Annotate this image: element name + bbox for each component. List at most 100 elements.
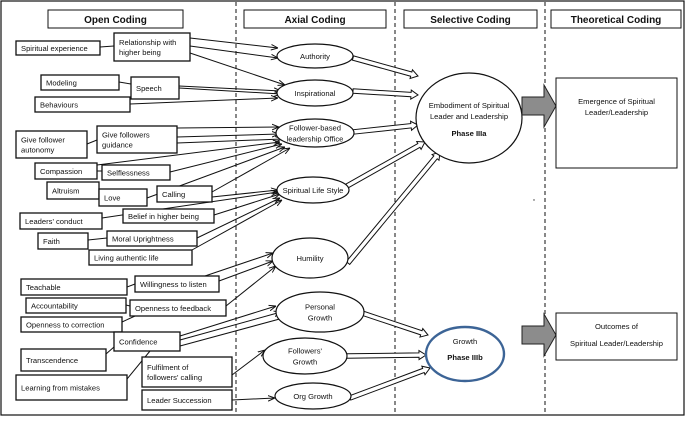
open-code-link <box>87 237 108 241</box>
open-code-label: Calling <box>162 190 185 199</box>
open-code-label: higher being <box>119 48 161 57</box>
open-code-box <box>113 331 181 352</box>
open-code-confidence: Confidence <box>113 331 181 352</box>
axial-code-humility: Humility <box>271 237 349 279</box>
open-code-accountability: Accountability <box>25 297 127 314</box>
connector-relationship-higher-being-to-inspirational <box>189 52 285 85</box>
axial-code-label: Growth <box>308 314 332 323</box>
open-code-moral-uprightness: Moral Uprightness <box>106 230 198 247</box>
theoretical-code-box <box>555 77 678 169</box>
axial-code-org-growth: Org Growth <box>274 382 352 410</box>
open-code-label: Teachable <box>26 283 61 292</box>
axial-code-ellipse <box>276 43 354 69</box>
axial-code-ellipse <box>262 337 348 375</box>
axial-code-label: Humility <box>296 254 323 263</box>
connector-confidence-to-personal-growth <box>179 317 287 347</box>
open-code-box <box>20 316 123 333</box>
connector-followers-growth-to-phase-3b <box>346 349 427 361</box>
connector-give-followers-guidance-to-follower-based-office <box>176 127 279 128</box>
open-code-selflessness: Selflessness <box>101 164 171 181</box>
connector-personal-growth-to-phase-3b <box>360 310 429 338</box>
selective-code-ellipse <box>424 325 506 383</box>
open-code-link <box>118 81 132 85</box>
axial-code-spiritual-life-style: Spiritual Life Style <box>276 176 350 204</box>
open-code-altruism: Altruism <box>46 181 100 200</box>
axial-code-followers-growth: Followers' Growth <box>262 337 348 375</box>
header-axial-coding: Axial Coding <box>243 9 387 29</box>
open-code-label: Give follower <box>21 136 65 145</box>
connector-behaviours-to-inspirational <box>129 98 278 105</box>
connector-leader-succession-to-org-growth <box>231 398 275 400</box>
axial-codes: AuthorityInspirationalFollower-basedlead… <box>262 43 365 410</box>
connector-living-authentic-life-to-spiritual-life-style <box>191 200 282 251</box>
header-axial-coding-text: Axial Coding <box>284 15 345 26</box>
axial-code-inspirational: Inspirational <box>276 79 354 107</box>
connector-spiritual-life-style-to-phase-3a <box>345 140 426 189</box>
open-code-box <box>96 125 178 154</box>
open-code-modeling: Modeling <box>40 74 120 91</box>
open-code-label: Learning from mistakes <box>21 384 100 393</box>
open-code-belief-higher-being: Belief in higher being <box>122 208 215 224</box>
open-code-label: Behaviours <box>40 101 78 110</box>
open-code-link <box>105 346 115 355</box>
axial-code-label: Personal <box>305 303 335 312</box>
open-code-willingness-to-listen: Willingness to listen <box>134 275 220 293</box>
axial-to-selective-connectors <box>345 55 441 401</box>
axial-code-label: Inspirational <box>295 89 336 98</box>
open-code-link <box>99 45 115 48</box>
open-code-label: Living authentic life <box>94 254 159 263</box>
open-code-label: Modeling <box>46 79 77 88</box>
open-code-link <box>86 139 98 145</box>
header-selective-coding-text: Selective Coding <box>430 15 511 26</box>
open-code-label: Belief in higher being <box>128 212 199 221</box>
big-arrow-phase-3a-to-emergence <box>521 83 557 129</box>
open-code-living-authentic-life: Living authentic life <box>88 249 193 266</box>
open-code-learning-from-mistakes: Learning from mistakes <box>15 374 128 401</box>
open-code-box <box>34 162 98 180</box>
open-code-love: Love <box>98 188 148 207</box>
header-open-coding: Open Coding <box>47 9 184 29</box>
stray-dot <box>533 199 535 201</box>
connector-openness-to-feedback-to-humility <box>225 266 276 307</box>
connector-follower-based-office-to-phase-3a <box>352 120 419 135</box>
header-theoretical-coding-text: Theoretical Coding <box>571 15 662 26</box>
open-code-link <box>126 350 151 380</box>
open-code-box <box>101 164 171 181</box>
phase-label: Phase IIIa <box>451 129 487 138</box>
open-code-label: Accountability <box>31 302 78 311</box>
open-code-openness-to-correction: Openness to correction <box>20 316 123 333</box>
selective-code-label: Growth <box>453 337 477 346</box>
open-code-label: Compassion <box>40 167 82 176</box>
connector-confidence-to-personal-growth <box>179 312 281 341</box>
connector-give-followers-guidance-to-follower-based-office <box>176 134 279 138</box>
open-code-leader-succession: Leader Succession <box>141 389 233 411</box>
connector-moral-uprightness-to-spiritual-life-style <box>196 198 280 239</box>
open-codes: Spiritual experience Relationship withhig… <box>15 32 233 411</box>
connector-selflessness-to-follower-based-office <box>169 144 282 173</box>
axial-code-label: Authority <box>300 52 330 61</box>
open-code-box <box>20 278 128 296</box>
open-code-label: Spiritual experience <box>21 44 88 53</box>
selective-code-label: Embodiment of Spiritual <box>429 101 510 110</box>
axial-code-ellipse <box>276 79 354 107</box>
open-code-box <box>15 40 101 56</box>
open-code-spiritual-experience: Spiritual experience <box>15 40 101 56</box>
open-code-label: Love <box>104 194 120 203</box>
selective-code-ellipse <box>415 72 523 164</box>
axial-code-label: Growth <box>293 358 317 367</box>
open-code-box <box>34 96 131 113</box>
open-code-box <box>134 275 220 293</box>
open-code-label: Relationship with <box>119 38 176 47</box>
connector-humility-to-phase-3a <box>345 151 441 266</box>
open-code-box <box>130 76 180 100</box>
axial-code-label: Followers' <box>288 347 322 356</box>
